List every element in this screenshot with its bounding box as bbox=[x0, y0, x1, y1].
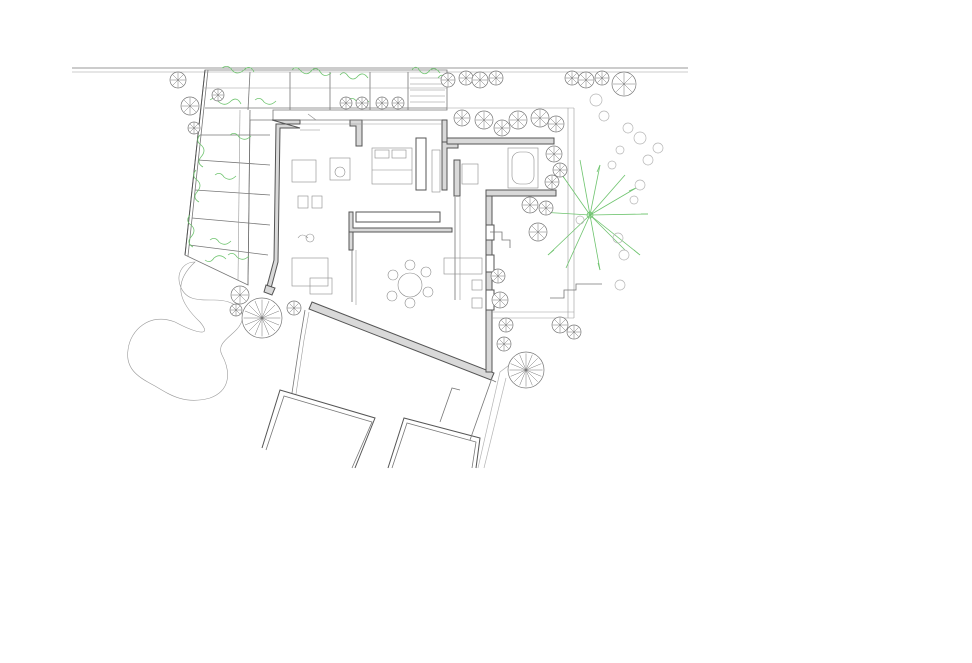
tree-10 bbox=[471, 71, 489, 89]
tree-7 bbox=[229, 303, 243, 317]
adjacent-units-south bbox=[261, 309, 517, 469]
shrub-outline-8 bbox=[612, 232, 624, 244]
tree-14 bbox=[594, 70, 610, 86]
tree-19 bbox=[508, 110, 528, 130]
tree-29 bbox=[491, 291, 509, 309]
tree-25 bbox=[521, 196, 539, 214]
tree-16 bbox=[453, 109, 471, 127]
tree-15 bbox=[611, 71, 637, 97]
tree-23 bbox=[552, 162, 568, 178]
shrub-outline-7 bbox=[629, 195, 639, 205]
tree-22 bbox=[545, 145, 563, 163]
tree-30 bbox=[498, 317, 514, 333]
shrub-outline-9 bbox=[618, 249, 630, 261]
shrub-outline-11 bbox=[575, 215, 585, 225]
tree-33 bbox=[551, 316, 569, 334]
light-shrubs bbox=[575, 93, 664, 291]
tree-8 bbox=[440, 72, 456, 88]
shrub-outline-10 bbox=[614, 279, 626, 291]
tree-1 bbox=[180, 96, 200, 116]
tree-9 bbox=[458, 70, 474, 86]
tree-36 bbox=[391, 96, 405, 110]
stair-hatch-north bbox=[410, 77, 445, 103]
tree-17 bbox=[474, 110, 494, 130]
east-wing-walls bbox=[441, 107, 575, 373]
shrub-outline-4 bbox=[642, 154, 654, 166]
shrub-outline-6 bbox=[634, 179, 646, 191]
tree-26 bbox=[538, 200, 554, 216]
garden-path bbox=[127, 261, 243, 401]
tree-32 bbox=[507, 351, 545, 389]
tree-31 bbox=[496, 336, 512, 352]
shrub-outline-13 bbox=[615, 145, 625, 155]
living-room-walls bbox=[263, 119, 495, 381]
dining-table bbox=[386, 259, 434, 309]
kitchen-bath-furniture bbox=[443, 147, 602, 309]
shrub-outline-5 bbox=[652, 142, 664, 154]
tree-35 bbox=[375, 96, 389, 110]
tree-6 bbox=[286, 300, 302, 316]
tree-0 bbox=[169, 71, 187, 89]
tree-20 bbox=[530, 108, 550, 128]
tree-28 bbox=[490, 268, 506, 284]
tree-38 bbox=[355, 96, 369, 110]
tree-4 bbox=[230, 285, 250, 305]
tree-21 bbox=[547, 115, 565, 133]
bedroom-furniture bbox=[371, 147, 441, 193]
tree-27 bbox=[528, 222, 548, 242]
tree-37 bbox=[339, 96, 353, 110]
shrub-outline-2 bbox=[622, 122, 634, 134]
shrub-outline-3 bbox=[633, 131, 647, 145]
tree-34 bbox=[566, 324, 582, 340]
shrub-outline-0 bbox=[589, 93, 603, 107]
trees bbox=[169, 70, 637, 389]
shrub-outline-12 bbox=[607, 160, 617, 170]
tree-24 bbox=[544, 174, 560, 190]
living-furniture bbox=[291, 113, 351, 295]
shrub-outline-1 bbox=[598, 110, 610, 122]
tree-11 bbox=[488, 70, 504, 86]
tree-12 bbox=[564, 70, 580, 86]
tree-3 bbox=[211, 88, 225, 102]
tree-18 bbox=[493, 119, 511, 137]
tree-13 bbox=[577, 71, 595, 89]
tree-5 bbox=[241, 297, 283, 339]
tree-2 bbox=[187, 121, 201, 135]
